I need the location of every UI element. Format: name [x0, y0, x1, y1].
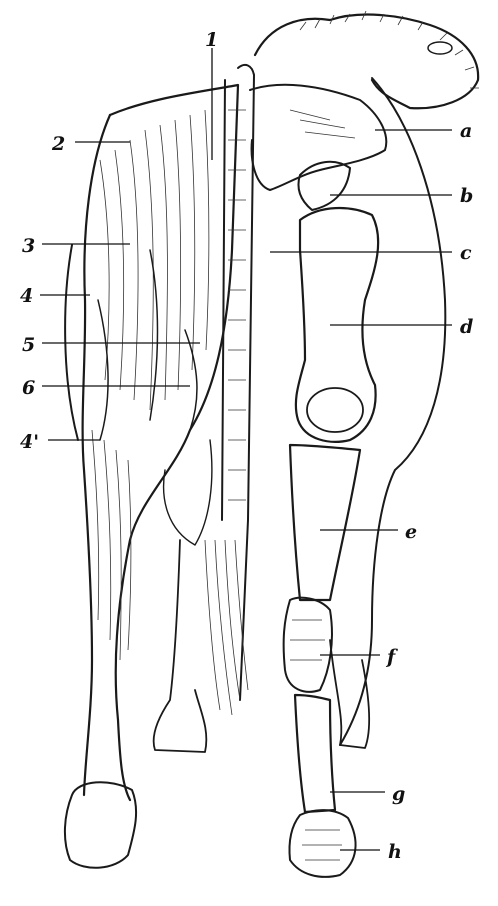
label-5: 5	[22, 334, 35, 356]
label-1: 1	[205, 29, 218, 51]
label-3: 3	[22, 235, 35, 257]
label-h: h	[388, 841, 402, 863]
tail-vertebrae	[205, 65, 254, 715]
label-c: c	[460, 242, 472, 264]
label-g: g	[392, 783, 405, 805]
label-2: 2	[51, 133, 65, 155]
pelvis-fur-outline	[255, 11, 479, 108]
label-6: 6	[22, 377, 35, 399]
right-flank-outline	[340, 78, 445, 745]
label-b: b	[460, 185, 473, 207]
label-f: f	[385, 646, 398, 668]
label-4: 4	[20, 285, 33, 307]
label-a: a	[460, 120, 472, 142]
leader-lines	[40, 48, 452, 850]
label-4p: 4'	[20, 431, 39, 453]
label-e: e	[405, 521, 417, 543]
rear-hind-leg	[154, 540, 207, 752]
left-leg-muscles	[83, 85, 238, 800]
label-d: d	[460, 316, 473, 338]
rear-hind-leg-right	[330, 640, 369, 748]
right-leg-skeleton	[250, 85, 386, 877]
left-hoof	[65, 782, 136, 868]
